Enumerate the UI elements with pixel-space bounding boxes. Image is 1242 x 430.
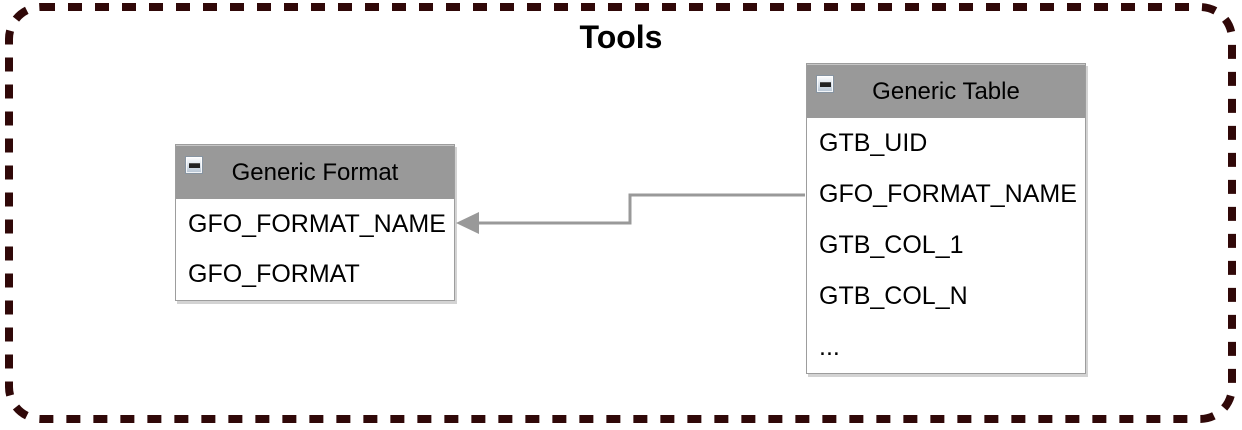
frame-title: Tools xyxy=(579,19,663,55)
entity-header-generic-table[interactable]: Generic Table xyxy=(807,64,1085,118)
entity-row[interactable]: GTB_COL_N xyxy=(819,282,968,310)
entity-row[interactable]: GFO_FORMAT_NAME xyxy=(188,209,446,238)
entity-generic-table[interactable]: Generic Table GTB_UID GFO_FORMAT_NAME GT… xyxy=(806,63,1086,374)
entity-body: GTB_UID GFO_FORMAT_NAME GTB_COL_1 GTB_CO… xyxy=(807,118,1085,373)
collapse-minus-icon[interactable] xyxy=(816,75,834,93)
entity-row[interactable]: GTB_COL_1 xyxy=(819,231,964,259)
entity-row[interactable]: GFO_FORMAT xyxy=(188,260,360,289)
entity-row[interactable]: GFO_FORMAT_NAME xyxy=(819,180,1077,208)
minus-glyph xyxy=(819,81,831,87)
entity-row[interactable]: GTB_UID xyxy=(819,129,928,157)
entity-title: Generic Table xyxy=(872,77,1020,105)
entity-title: Generic Format xyxy=(231,158,399,186)
collapse-minus-icon[interactable] xyxy=(185,156,203,174)
entity-body: GFO_FORMAT_NAME GFO_FORMAT xyxy=(176,199,454,300)
arrowhead-left-icon xyxy=(456,212,479,234)
relation-connector-line[interactable] xyxy=(477,193,805,225)
entity-row[interactable]: ... xyxy=(819,333,840,361)
minus-glyph xyxy=(188,162,200,168)
entity-generic-format[interactable]: Generic Format GFO_FORMAT_NAME GFO_FORMA… xyxy=(175,144,455,301)
entity-header-generic-format[interactable]: Generic Format xyxy=(176,145,454,199)
